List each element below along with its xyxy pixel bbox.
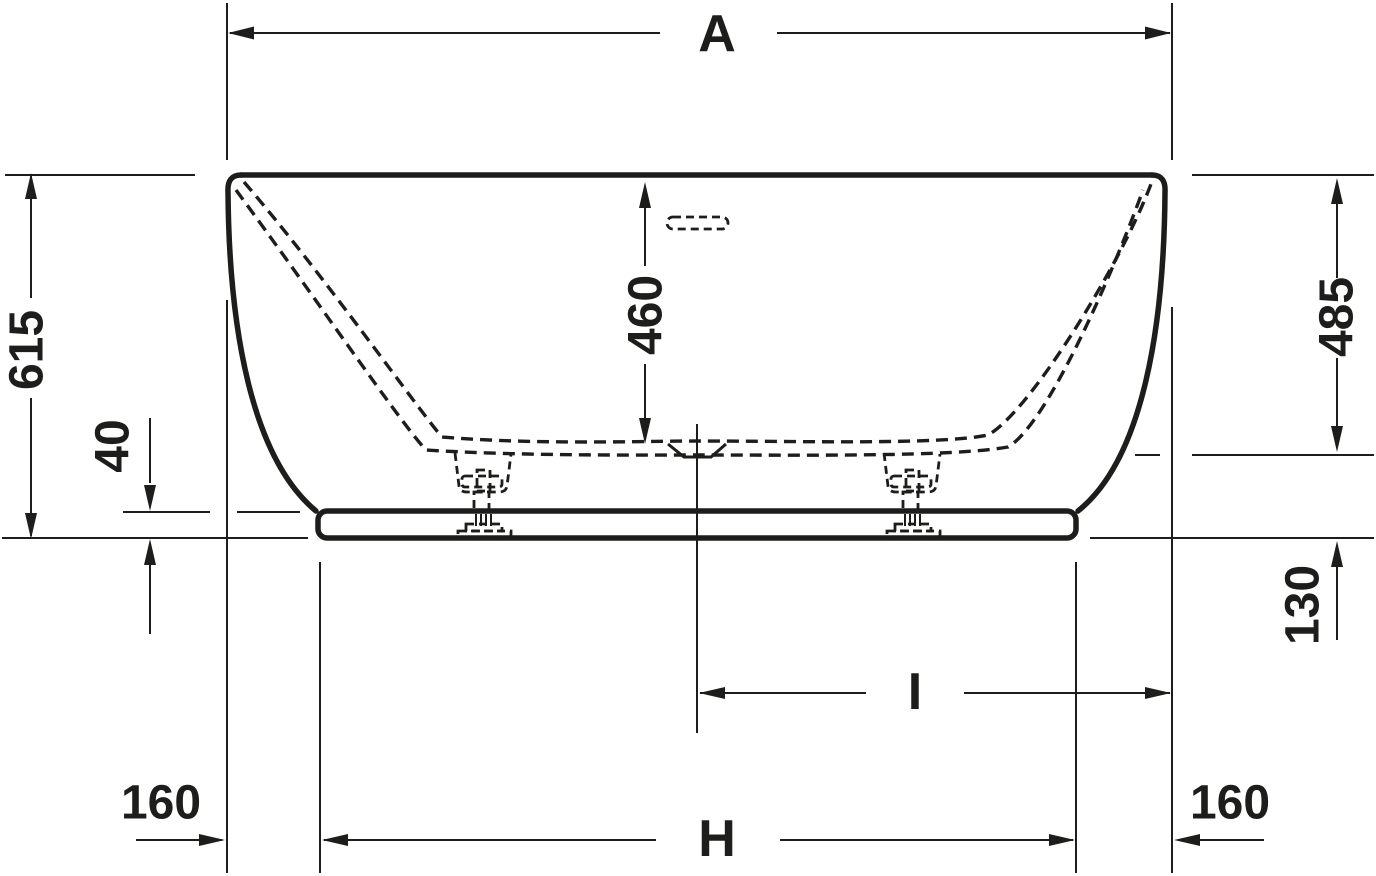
adjustable-foot-right bbox=[882, 452, 942, 540]
dim-label-a: A bbox=[698, 5, 736, 63]
dim-label-130: 130 bbox=[1277, 565, 1330, 645]
dim-inner-depth: 460 bbox=[620, 182, 673, 444]
dim-overall-width: A bbox=[228, 5, 1171, 63]
adjustable-foot-left bbox=[453, 452, 513, 540]
dim-center-to-edge: I bbox=[699, 663, 1171, 721]
dim-rim-to-bottom: 485 bbox=[1311, 178, 1364, 452]
dim-plinth-inset: 40 bbox=[87, 418, 156, 634]
dim-label-485: 485 bbox=[1311, 277, 1364, 357]
extension-lines bbox=[2, 3, 1374, 873]
overflow-slot bbox=[665, 215, 730, 231]
dim-base-width: H bbox=[322, 810, 1075, 868]
inner-shell-hidden-lines bbox=[234, 180, 1153, 457]
dim-label-160-right: 160 bbox=[1190, 777, 1270, 830]
dim-overhang-left: 160 bbox=[121, 777, 225, 846]
dim-overhang-right: 160 bbox=[1174, 777, 1270, 846]
dim-label-615: 615 bbox=[1, 310, 54, 390]
dim-label-460: 460 bbox=[620, 275, 673, 355]
dim-label-160-left: 160 bbox=[121, 777, 201, 830]
dim-label-i: I bbox=[908, 663, 922, 721]
dim-label-40: 40 bbox=[87, 419, 140, 472]
dim-bottom-height: 130 bbox=[1277, 541, 1343, 645]
dim-label-h: H bbox=[698, 810, 736, 868]
dim-overall-height: 615 bbox=[1, 173, 54, 539]
